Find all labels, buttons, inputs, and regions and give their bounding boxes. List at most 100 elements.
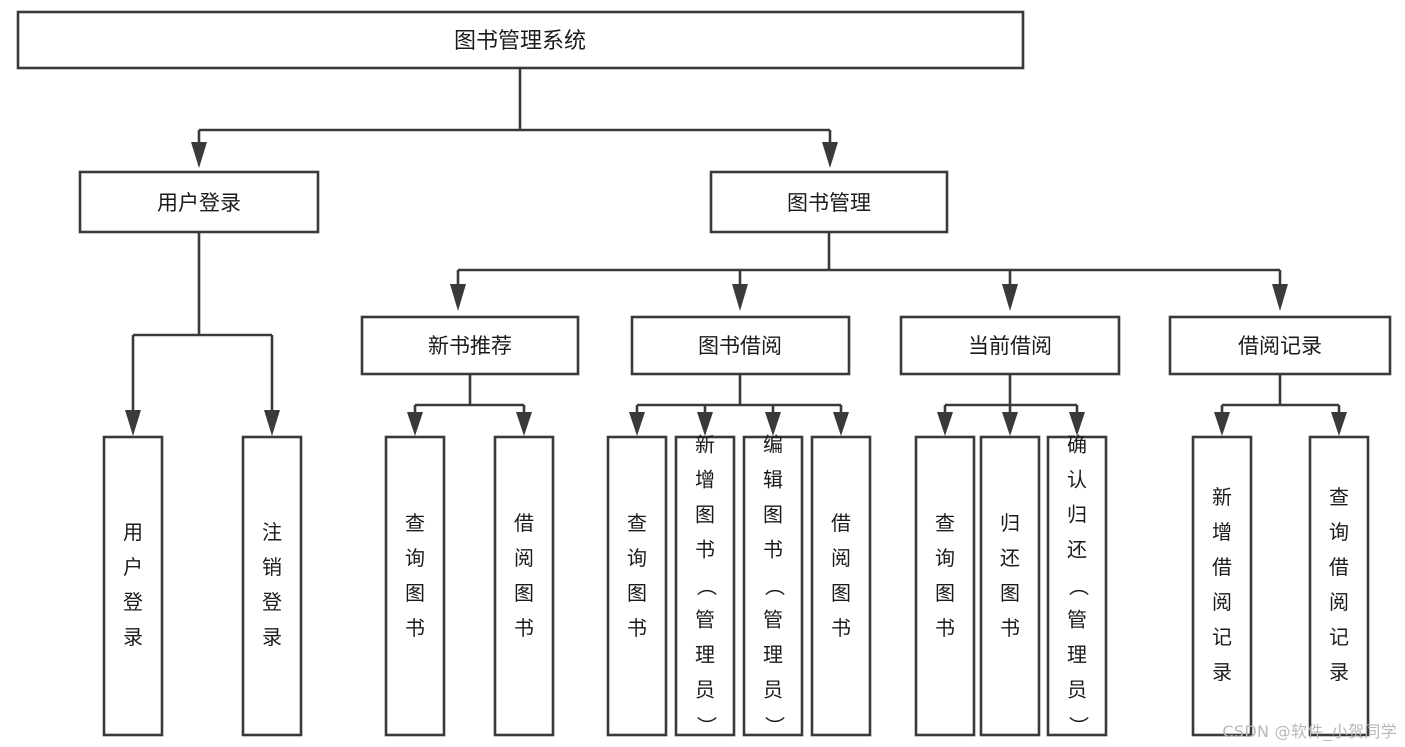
leaf-label-char: 借	[1329, 555, 1349, 579]
leaf-user-login-label: 用户登录	[123, 520, 143, 649]
current-borrow-box[interactable]	[899, 315, 1121, 376]
node-user-login[interactable]: 用户登录	[78, 170, 320, 234]
leaf-add-record-box[interactable]	[1191, 435, 1253, 737]
root-box[interactable]	[16, 10, 1025, 70]
leaf-label-char: 新	[695, 433, 715, 457]
leaf-label-char: 销	[262, 555, 282, 579]
leaf-label-char: 查	[935, 511, 955, 535]
leaf-label-char: 记	[1329, 625, 1349, 649]
leaf-label-char: 管	[695, 608, 715, 632]
leaf-label-char: 记	[1212, 625, 1232, 649]
leaf-label-char: 辑	[763, 468, 783, 492]
arrow-leaf-query-book-1	[407, 412, 423, 436]
node-book-manage[interactable]: 图书管理	[709, 170, 949, 234]
new-book-recommend-box[interactable]	[360, 315, 580, 376]
node-new-book-recommend[interactable]: 新书推荐	[360, 315, 580, 376]
connector-root-to-level1	[191, 68, 838, 168]
node-book-borrow[interactable]: 图书借阅	[630, 315, 851, 376]
leaf-label-char: 图	[405, 581, 425, 605]
leaf-query-book-2-box[interactable]	[606, 435, 668, 737]
leaf-user-login-box[interactable]	[102, 435, 164, 737]
book-manage-box[interactable]	[709, 170, 949, 234]
book-borrow-label: 图书借阅	[698, 334, 782, 358]
leaf-label-char: 录	[262, 625, 282, 649]
leaf-node[interactable]: 用户登录	[102, 435, 164, 737]
node-current-borrow[interactable]: 当前借阅	[899, 315, 1121, 376]
leaf-query-book-3-box[interactable]	[914, 435, 976, 737]
leaf-label-char: 查	[1329, 485, 1349, 509]
leaf-label-char: 借	[1212, 555, 1232, 579]
leaf-edit-book-box[interactable]	[742, 435, 804, 737]
leaf-borrow-book-2-box[interactable]	[810, 435, 872, 737]
leaf-label-char: 询	[627, 546, 647, 570]
arrow-leaf-add-book	[697, 412, 713, 436]
leaf-label-char: 图	[831, 581, 851, 605]
arrow-new-book-recommend	[450, 284, 466, 311]
leaf-label-char: 归	[1067, 503, 1087, 527]
leaf-label-char: 注	[262, 520, 282, 544]
arrow-leaf-query-book-3	[937, 412, 953, 436]
leaf-label-char: 员	[695, 678, 715, 702]
leaf-borrow-book-1-box[interactable]	[493, 435, 555, 737]
node-borrow-record[interactable]: 借阅记录	[1168, 315, 1392, 376]
leaf-query-record-box[interactable]	[1308, 435, 1370, 737]
book-borrow-box[interactable]	[630, 315, 851, 376]
leaf-label-char: 员	[1067, 678, 1087, 702]
leaf-label-char: 理	[763, 643, 783, 667]
connector-book-borrow-to-leaves	[629, 374, 849, 436]
leaf-label-char: 用	[123, 520, 143, 544]
leaf-label-char: 询	[405, 546, 425, 570]
user-login-label: 用户登录	[157, 191, 241, 215]
leaf-label-char: 查	[405, 511, 425, 535]
leaf-query-book-1-box[interactable]	[384, 435, 446, 737]
borrow-record-box[interactable]	[1168, 315, 1392, 376]
leaf-label-char: 书	[1000, 616, 1020, 640]
leaf-label-char: 询	[1329, 520, 1349, 544]
arrow-leaf-query-record	[1331, 412, 1347, 436]
leaf-label-char: 书	[831, 616, 851, 640]
leaf-label-char: 图	[627, 581, 647, 605]
leaf-label-char: 图	[935, 581, 955, 605]
leaf-confirm-return-box[interactable]	[1046, 435, 1108, 737]
leaf-logout-login-box[interactable]	[241, 435, 303, 737]
connector-new-book-recommend-to-leaves	[407, 374, 532, 436]
leaf-label-char: 增	[695, 468, 715, 492]
leaf-label-char: 图	[514, 581, 534, 605]
arrow-borrow-record	[1272, 284, 1288, 311]
leaf-return-book-box[interactable]	[979, 435, 1041, 737]
leaf-label-char: 书	[763, 538, 783, 562]
arrow-leaf-borrow-book-1	[516, 412, 532, 436]
arrow-to-book-manage	[822, 142, 838, 168]
leaf-label-char: 图	[695, 503, 715, 527]
node-root[interactable]: 图书管理系统	[16, 10, 1025, 70]
leaf-label-char: 新	[1212, 485, 1232, 509]
leaf-label-char: 编	[763, 433, 783, 457]
leaf-label-char: （	[1067, 576, 1091, 596]
leaf-label-char: 户	[123, 555, 143, 579]
arrow-leaf-edit-book	[765, 412, 781, 436]
leaf-label-char: 阅	[1212, 590, 1232, 614]
leaf-add-book-box[interactable]	[674, 435, 736, 737]
borrow-record-label: 借阅记录	[1238, 334, 1322, 358]
csdn-watermark: CSDN @软件_小贺同学	[1222, 722, 1397, 741]
leaf-label-char: 阅	[1329, 590, 1349, 614]
arrow-leaf-query-book-2	[629, 412, 645, 436]
leaf-label-char: ）	[763, 716, 787, 736]
